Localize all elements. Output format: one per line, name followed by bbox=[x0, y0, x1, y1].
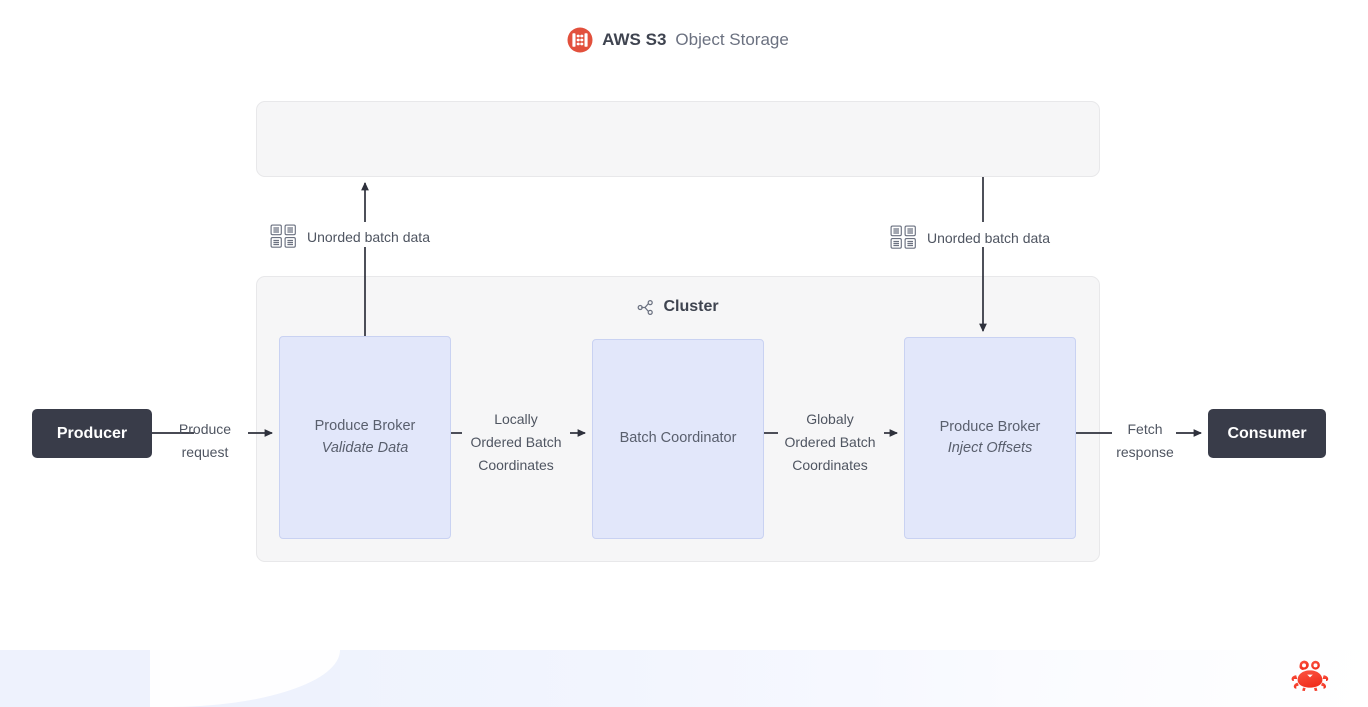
endpoint-label: Consumer bbox=[1227, 424, 1307, 442]
database-grid-icon bbox=[890, 225, 918, 250]
edge-label-locally-ordered-batch-coordinates: Locally Ordered Batch Coordinates bbox=[452, 408, 580, 477]
node-title: Batch Coordinator bbox=[619, 430, 737, 447]
edge-label-line: Ordered Batch bbox=[470, 434, 562, 451]
edge-label-line: Produce bbox=[178, 421, 232, 437]
edge-label-produce-request: Produce request bbox=[160, 418, 250, 464]
edge-label-line: Globaly bbox=[806, 411, 854, 427]
cluster-network-icon bbox=[637, 299, 654, 316]
edge-label-line: Coordinates bbox=[792, 457, 868, 474]
edge-label-line: Fetch bbox=[1127, 421, 1163, 437]
endpoint-consumer[interactable]: Consumer bbox=[1208, 409, 1326, 458]
edge-label-line: Locally bbox=[494, 411, 538, 427]
node-produce-broker-inject[interactable]: Produce Broker Inject Offsets bbox=[904, 337, 1076, 539]
node-title: Produce Broker bbox=[939, 418, 1041, 435]
node-produce-broker-validate[interactable]: Produce Broker Validate Data bbox=[279, 336, 451, 539]
cluster-title: Cluster bbox=[256, 298, 1100, 316]
edge-label-fetch-response: Fetch response bbox=[1100, 418, 1190, 464]
aws-s3-title: AWS S3 Object Storage bbox=[256, 27, 1100, 53]
storage-label-text: Unorded batch data bbox=[307, 228, 430, 245]
database-grid-icon bbox=[270, 224, 298, 249]
edge-label-line: response bbox=[1116, 444, 1174, 461]
edge-label-globaly-ordered-batch-coordinates: Globaly Ordered Batch Coordinates bbox=[768, 408, 892, 477]
edge-label-unordered-batch-data-right: Unorded batch data bbox=[890, 225, 1050, 250]
node-batch-coordinator[interactable]: Batch Coordinator bbox=[592, 339, 764, 539]
crab-logo bbox=[1288, 655, 1332, 699]
aws-s3-brand: AWS S3 bbox=[602, 30, 667, 49]
endpoint-label: Producer bbox=[56, 424, 128, 442]
aws-s3-icon bbox=[567, 27, 593, 53]
node-subtitle: Inject Offsets bbox=[947, 440, 1033, 456]
edge-label-line: Ordered Batch bbox=[784, 434, 876, 451]
cluster-label: Cluster bbox=[663, 298, 719, 315]
edge-label-unordered-batch-data-left: Unorded batch data bbox=[270, 224, 430, 249]
storage-label-text: Unorded batch data bbox=[927, 229, 1050, 246]
endpoint-producer[interactable]: Producer bbox=[32, 409, 152, 458]
aws-s3-container bbox=[256, 101, 1100, 177]
edge-label-line: Coordinates bbox=[478, 457, 554, 474]
node-title: Produce Broker bbox=[314, 418, 416, 435]
footer-decorative-shape-2 bbox=[340, 650, 1020, 707]
edge-label-line: request bbox=[181, 444, 229, 461]
node-subtitle: Validate Data bbox=[321, 439, 409, 456]
aws-s3-subject: Object Storage bbox=[675, 30, 789, 49]
